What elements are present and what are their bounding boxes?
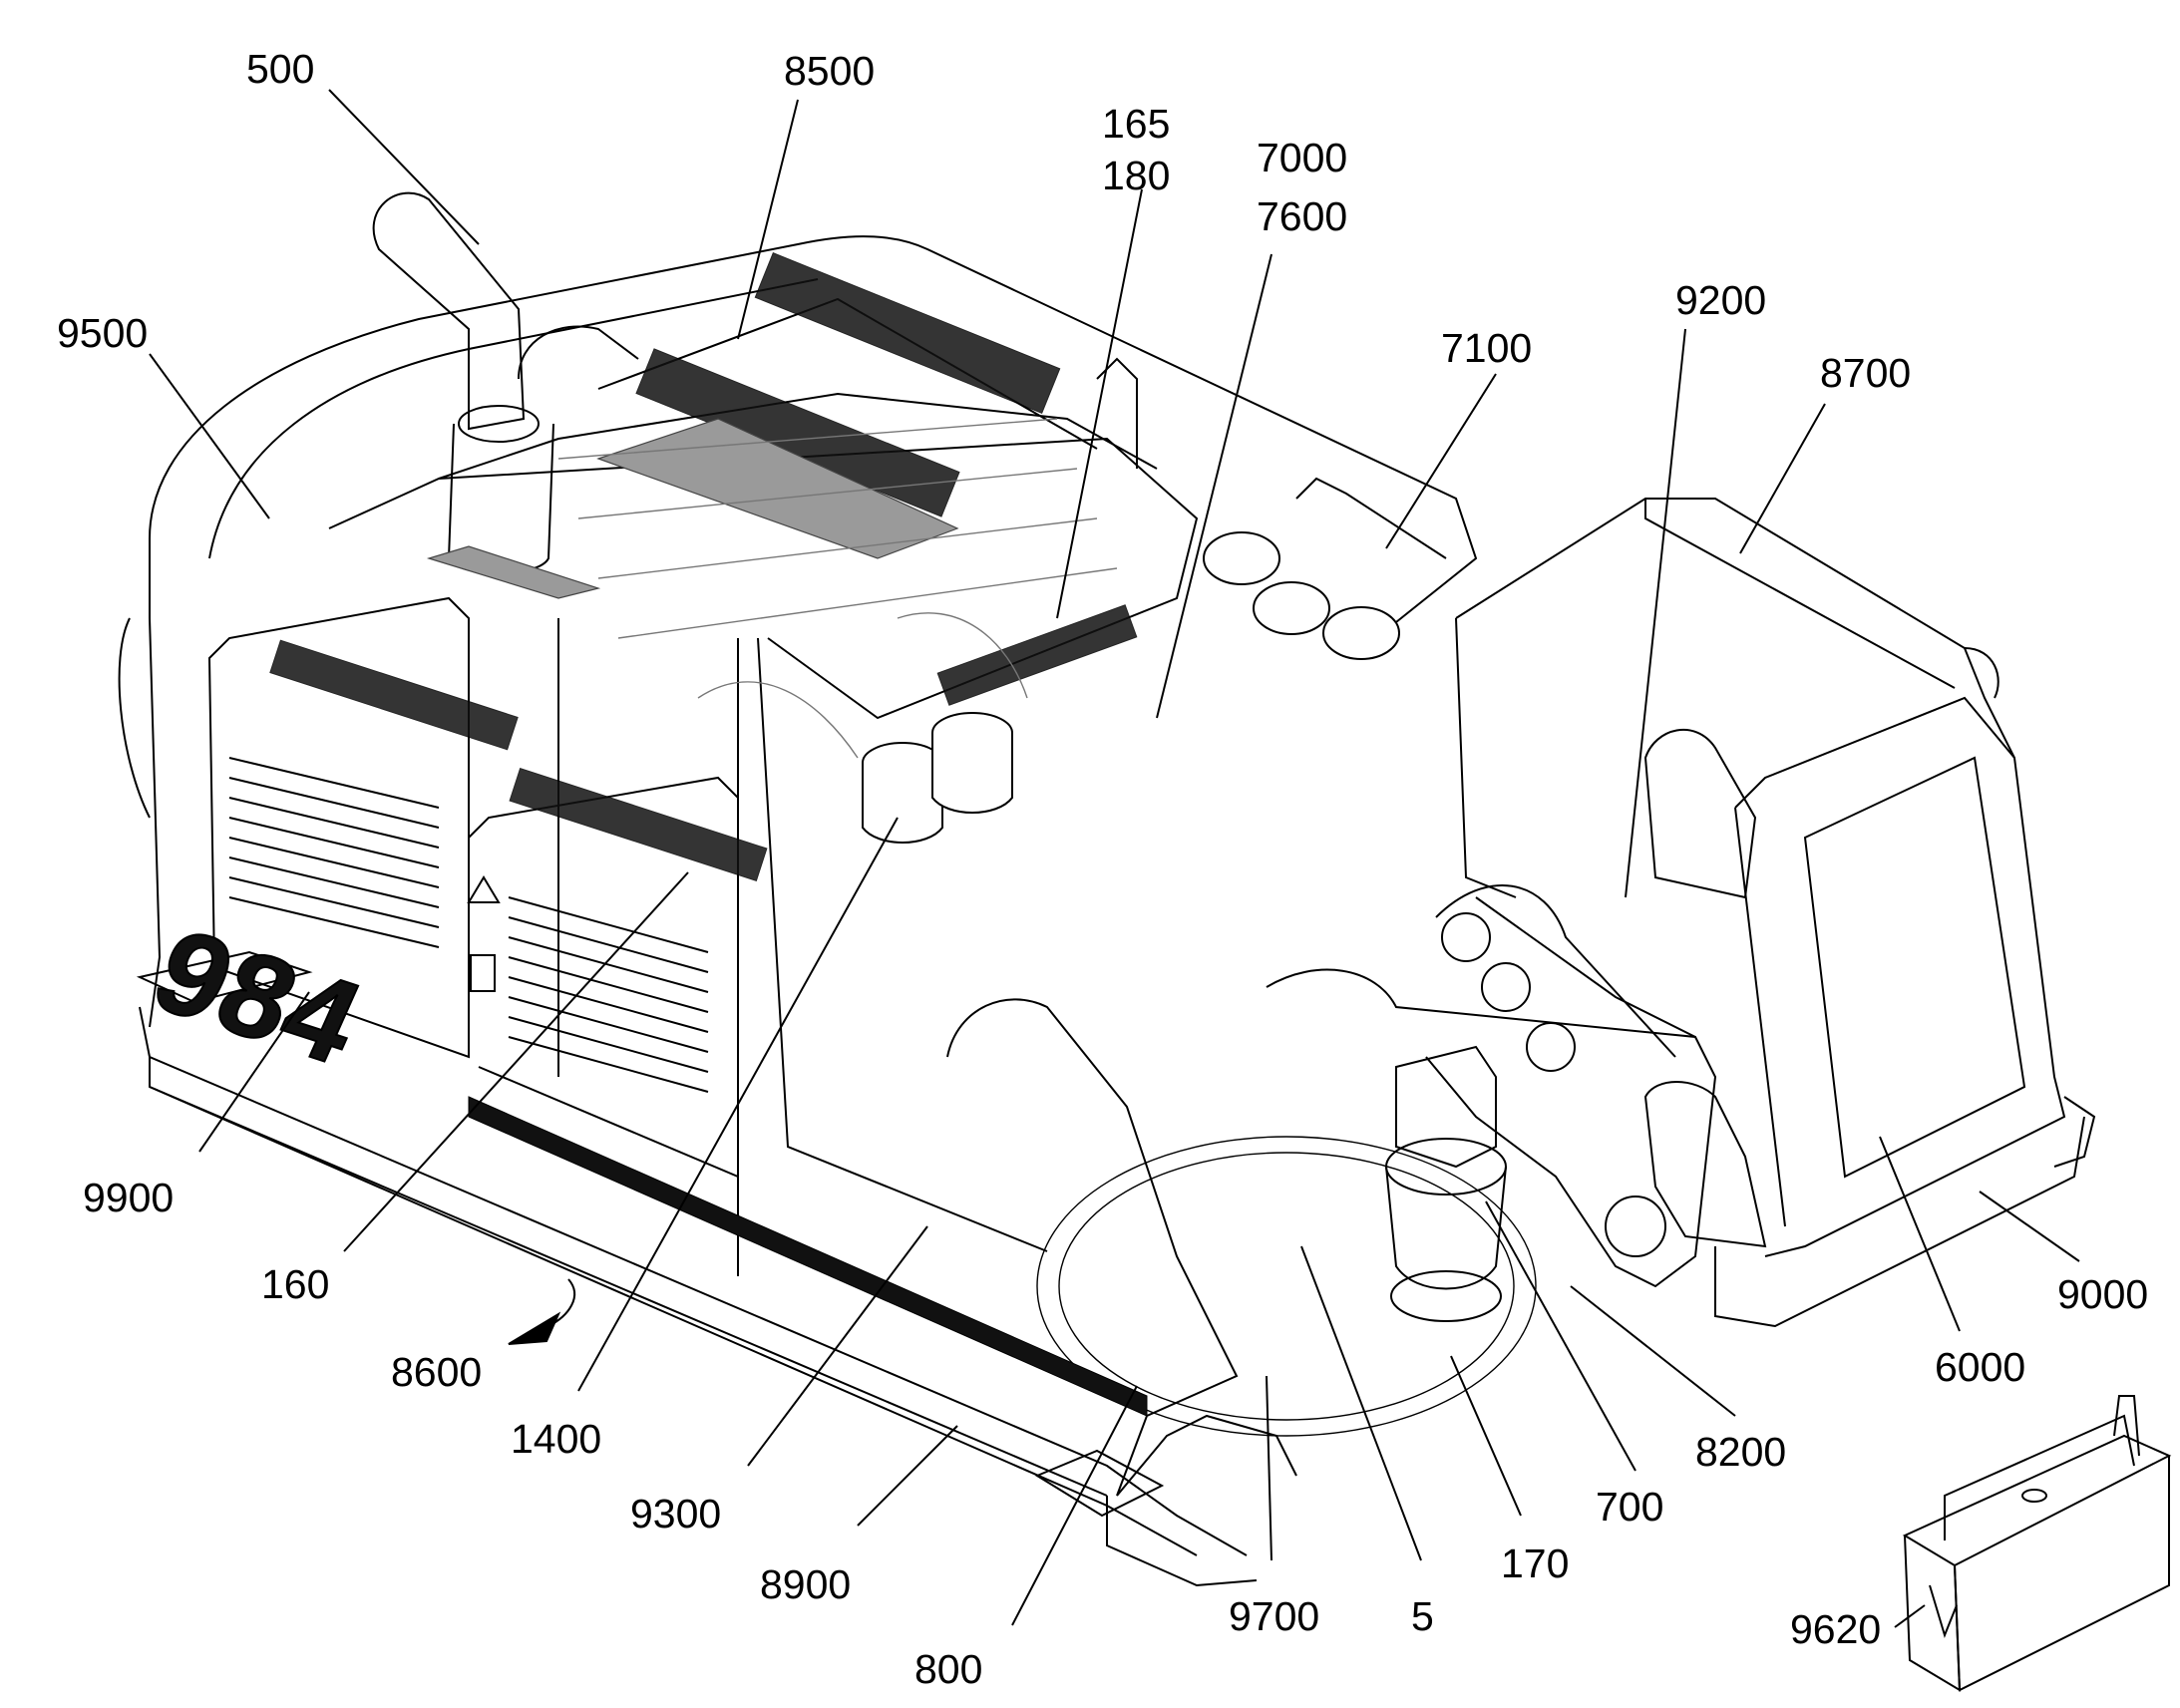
- callout-7600: 7600: [1257, 193, 1347, 239]
- callout-8500: 8500: [784, 48, 875, 94]
- callout-165: 165: [1102, 101, 1170, 147]
- callout-700: 700: [1596, 1484, 1663, 1530]
- view-direction-arrow: [508, 1278, 575, 1345]
- leader-9000: [1979, 1191, 2080, 1262]
- callout-9900: 9900: [83, 1175, 174, 1220]
- callout-170: 170: [1501, 1540, 1569, 1586]
- leader-700: [1485, 1200, 1636, 1472]
- leader-1400: [577, 817, 899, 1392]
- leader-9500: [149, 353, 270, 519]
- front-right-louvers: [508, 896, 709, 1093]
- leader-lines: [149, 89, 2080, 1628]
- callout-9200: 9200: [1675, 277, 1766, 323]
- callout-7000: 7000: [1257, 135, 1347, 180]
- leader-9900: [198, 991, 310, 1153]
- leader-8900: [857, 1425, 958, 1527]
- machine-badge-text: 984: [135, 904, 379, 1089]
- leader-165: [1056, 188, 1143, 619]
- leader-160: [343, 871, 689, 1252]
- callout-8600: 8600: [391, 1349, 482, 1395]
- callout-160: 160: [261, 1261, 329, 1307]
- callout-labels: 500 8500 165 180 7000 7600 9500 7100 920…: [57, 46, 2148, 1692]
- machine-badge: 984: [134, 903, 380, 1090]
- callout-6000: 6000: [1935, 1344, 2025, 1390]
- callout-500: 500: [246, 46, 314, 92]
- toolbox: [1902, 1395, 2172, 1692]
- callout-9500: 9500: [57, 310, 148, 356]
- leader-6000: [1879, 1136, 1961, 1332]
- leader-9300: [747, 1225, 928, 1467]
- callout-7100: 7100: [1441, 325, 1532, 371]
- front-left-louvers: [228, 757, 440, 948]
- callout-180: 180: [1102, 153, 1170, 198]
- leader-5: [1300, 1245, 1422, 1561]
- leader-9700: [1266, 1375, 1272, 1561]
- callout-9000: 9000: [2057, 1271, 2148, 1317]
- leader-9200: [1625, 328, 1686, 898]
- leader-7600: [1156, 253, 1272, 719]
- callout-8200: 8200: [1695, 1429, 1786, 1475]
- callout-8700: 8700: [1820, 350, 1911, 396]
- leader-9620: [1894, 1604, 1926, 1628]
- callout-1400: 1400: [511, 1416, 601, 1462]
- leader-800: [1011, 1385, 1138, 1626]
- callout-8900: 8900: [760, 1561, 851, 1607]
- leader-8700: [1739, 403, 1826, 554]
- callout-9620: 9620: [1790, 1606, 1881, 1652]
- leader-170: [1450, 1355, 1522, 1517]
- detail-shading: [228, 252, 1400, 1417]
- callout-800: 800: [914, 1646, 982, 1692]
- callout-9300: 9300: [630, 1491, 721, 1537]
- leader-7100: [1385, 373, 1497, 549]
- leader-500: [328, 89, 480, 245]
- leader-8500: [737, 99, 799, 340]
- leader-8200: [1570, 1285, 1736, 1417]
- callout-5: 5: [1411, 1593, 1434, 1639]
- callout-9700: 9700: [1229, 1593, 1319, 1639]
